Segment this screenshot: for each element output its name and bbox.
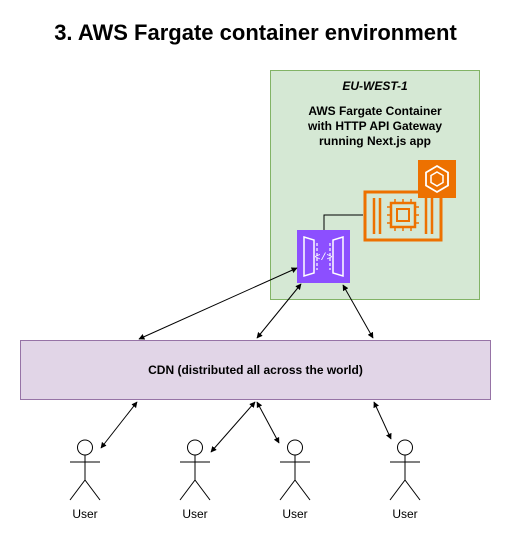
- region-label: EU-WEST-1: [342, 79, 408, 93]
- user-figure-3: [279, 439, 311, 501]
- region-description: AWS Fargate Container with HTTP API Gate…: [307, 104, 443, 148]
- page-title: 3. AWS Fargate container environment: [54, 20, 457, 45]
- ecs-icon: [418, 160, 456, 198]
- user-label: User: [392, 507, 418, 521]
- user-figure-2: [179, 439, 211, 501]
- user-label: User: [182, 507, 208, 521]
- api-gateway-icon: </>: [297, 230, 350, 283]
- cdn-box: CDN (distributed all across the world): [20, 340, 491, 400]
- svg-text:</>: </>: [314, 252, 332, 264]
- cdn-label: CDN (distributed all across the world): [148, 363, 363, 377]
- cdn-gateway-arrow-right: [342, 284, 374, 339]
- cdn-gateway-arrow-left: [138, 267, 298, 340]
- user-figure-4: [389, 439, 421, 501]
- fargate-container-icon: [363, 190, 443, 242]
- user4-cdn-arrow: [373, 401, 392, 440]
- user1-cdn-arrow: [100, 401, 138, 449]
- user-label: User: [282, 507, 308, 521]
- cdn-gateway-arrow-middle: [256, 283, 302, 339]
- user2-cdn-arrow: [210, 401, 256, 453]
- gateway-to-container-line: [323, 214, 363, 230]
- user-label: User: [72, 507, 98, 521]
- user3-cdn-arrow: [256, 401, 280, 444]
- user-figure-1: [69, 439, 101, 501]
